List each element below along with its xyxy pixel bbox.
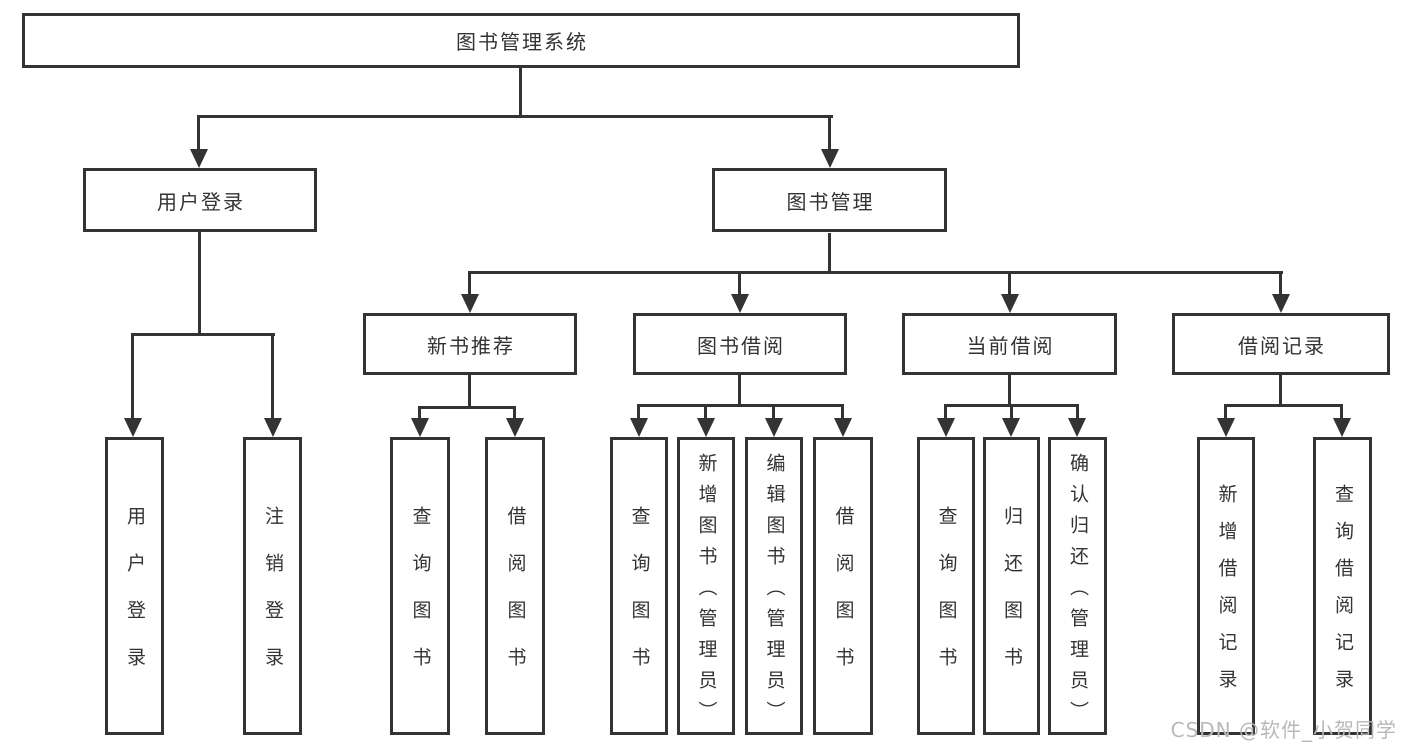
leaf-label: 归还图书 [1001,506,1023,694]
connector-drop-user-login [197,115,200,153]
leaf-current-confirm-return-admin: 确认归还（管理员） [1048,437,1107,735]
root-box-label: 图书管理系统 [456,30,588,54]
connector-level2-bar [197,115,833,118]
leaf-borrow-edit-books-admin: 编辑图书（管理员） [745,437,803,735]
connector-drop-leaf-login [131,333,134,420]
arrowhead-borrow-query [630,418,648,437]
leaf-records-query-record: 查询借阅记录 [1313,437,1372,735]
connector-drop-borrow [738,271,741,297]
connector-drop-current [1008,271,1011,297]
leaf-logout: 注销登录 [243,437,302,735]
leaf-label: 查询图书 [935,506,958,694]
connector-drop-borrow-borrow [841,404,844,420]
connector-drop-recommend [468,271,471,297]
connector-user-login-stem [198,232,201,335]
connector-drop-current-query [944,404,947,420]
leaf-borrow-add-books-admin: 新增图书（管理员） [677,437,735,735]
connector-records-bar [1224,404,1343,407]
connector-drop-borrow-query [637,404,640,420]
leaf-borrow-borrow-books: 借阅图书 [813,437,873,735]
arrowhead-current-return [1002,418,1020,437]
connector-drop-current-confirm [1076,404,1079,420]
leaf-label: 确认归还（管理员） [1067,452,1089,732]
connector-drop-records-query [1340,404,1343,420]
watermark: CSDN @软件_小贺同学 [1170,718,1397,742]
arrowhead-book-management [821,149,839,168]
leaf-current-query-books: 查询图书 [917,437,975,735]
leaf-recommend-query-books: 查询图书 [390,437,450,735]
leaf-label: 新增图书（管理员） [695,452,718,732]
arrowhead-records [1272,294,1290,313]
connector-drop-records-add [1224,404,1227,420]
node-current-borrow: 当前借阅 [902,313,1117,375]
connector-drop-leaf-logout [271,333,274,420]
leaf-user-login: 用户登录 [105,437,164,735]
connector-current-stem [1008,375,1011,406]
connector-drop-records [1279,271,1282,297]
node-new-book-recommend: 新书推荐 [363,313,577,375]
connector-root-stem [519,68,522,117]
leaf-label: 借阅图书 [832,506,855,694]
arrowhead-current-confirm [1068,418,1086,437]
arrowhead-recommend-query [411,418,429,437]
node-label: 图书管理 [786,189,875,214]
node-user-login: 用户登录 [83,168,317,232]
leaf-records-add-record: 新增借阅记录 [1197,437,1255,735]
connector-drop-borrow-add [704,404,707,420]
connector-recommend-bar [418,406,516,409]
root-box-library-system: 图书管理系统 [22,13,1020,68]
leaf-label: 编辑图书（管理员） [763,452,786,732]
connector-drop-recommend-query [418,406,421,420]
leaf-label: 查询图书 [628,506,651,694]
arrowhead-records-add [1217,418,1235,437]
arrowhead-borrow-add [697,418,715,437]
arrowhead-recommend [461,294,479,313]
arrowhead-borrow-edit [765,418,783,437]
connector-recommend-stem [468,375,471,408]
arrowhead-leaf-logout [264,418,282,437]
node-label: 新书推荐 [427,333,515,358]
connector-drop-borrow-edit [772,404,775,420]
connector-records-stem [1279,375,1282,406]
arrowhead-current [1001,294,1019,313]
arrowhead-user-login [190,149,208,168]
connector-book-management-stem [828,233,831,274]
arrowhead-borrow-borrow [834,418,852,437]
node-label: 借阅记录 [1238,333,1326,358]
leaf-label: 查询图书 [409,506,432,694]
leaf-recommend-borrow-books: 借阅图书 [485,437,545,735]
arrowhead-leaf-login [124,418,142,437]
node-book-management: 图书管理 [712,168,947,232]
connector-level3-bar [468,271,1283,274]
leaf-label: 注销登录 [262,506,284,694]
node-label: 用户登录 [157,189,245,214]
leaf-label: 借阅图书 [504,506,527,694]
arrowhead-borrow [731,294,749,313]
node-borrow-records: 借阅记录 [1172,313,1390,375]
arrowhead-recommend-borrow [506,418,524,437]
connector-borrow-bar [637,404,844,407]
node-label: 图书借阅 [697,333,785,358]
leaf-label: 新增借阅记录 [1215,484,1238,706]
leaf-label: 查询借阅记录 [1332,484,1354,706]
connector-drop-current-return [1010,404,1013,420]
leaf-label: 用户登录 [124,506,146,694]
node-label: 当前借阅 [966,333,1055,358]
leaf-borrow-query-books: 查询图书 [610,437,668,735]
leaf-current-return-books: 归还图书 [983,437,1040,735]
arrowhead-current-query [937,418,955,437]
connector-borrow-stem [738,375,741,406]
connector-user-leaves-bar [131,333,275,336]
connector-drop-book-management [828,115,831,153]
arrowhead-records-query [1333,418,1351,437]
node-book-borrow: 图书借阅 [633,313,847,375]
connector-drop-recommend-borrow [513,406,516,420]
